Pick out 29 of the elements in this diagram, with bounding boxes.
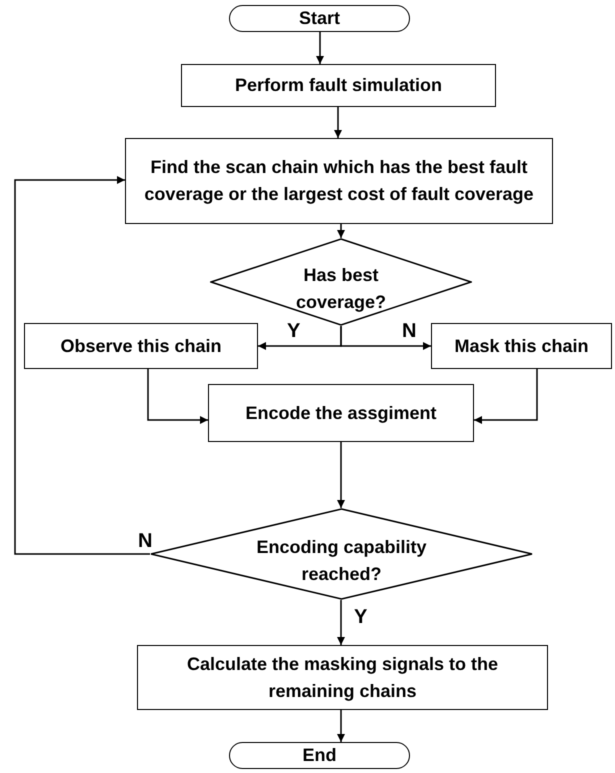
node-text: End [302,744,336,767]
arrow [337,600,345,645]
node-text: Encoding capability reached? [255,536,428,586]
arrow [340,326,431,350]
arrow [337,442,345,508]
arrow [147,369,208,424]
decision-diamond [150,508,533,600]
node-text: Encode the assgiment [244,402,438,425]
node-text: Find the scan chain which has the best fault coverage or the largest cost of fault coverage [143,156,535,206]
node-text: Has best coverage? [294,264,388,314]
node-text: Start [298,7,340,30]
process-box [137,645,548,710]
node-text: Mask this chain [454,334,589,358]
node-text: Perform fault simulation [234,74,442,97]
process-box [24,323,258,369]
arrow [334,107,342,138]
arrow [316,32,324,64]
process-box [181,64,496,107]
arrow [337,710,345,742]
start-terminal [229,5,410,32]
process-box [208,384,474,442]
process-box [125,138,553,224]
arrow [14,176,150,555]
process-box [431,323,612,369]
arrow [337,224,345,238]
node-text: Observe this chain [60,334,222,358]
node-text: Calculate the masking signals to the remaining chains [186,652,500,703]
end-terminal [229,742,410,769]
arrow [474,369,538,424]
